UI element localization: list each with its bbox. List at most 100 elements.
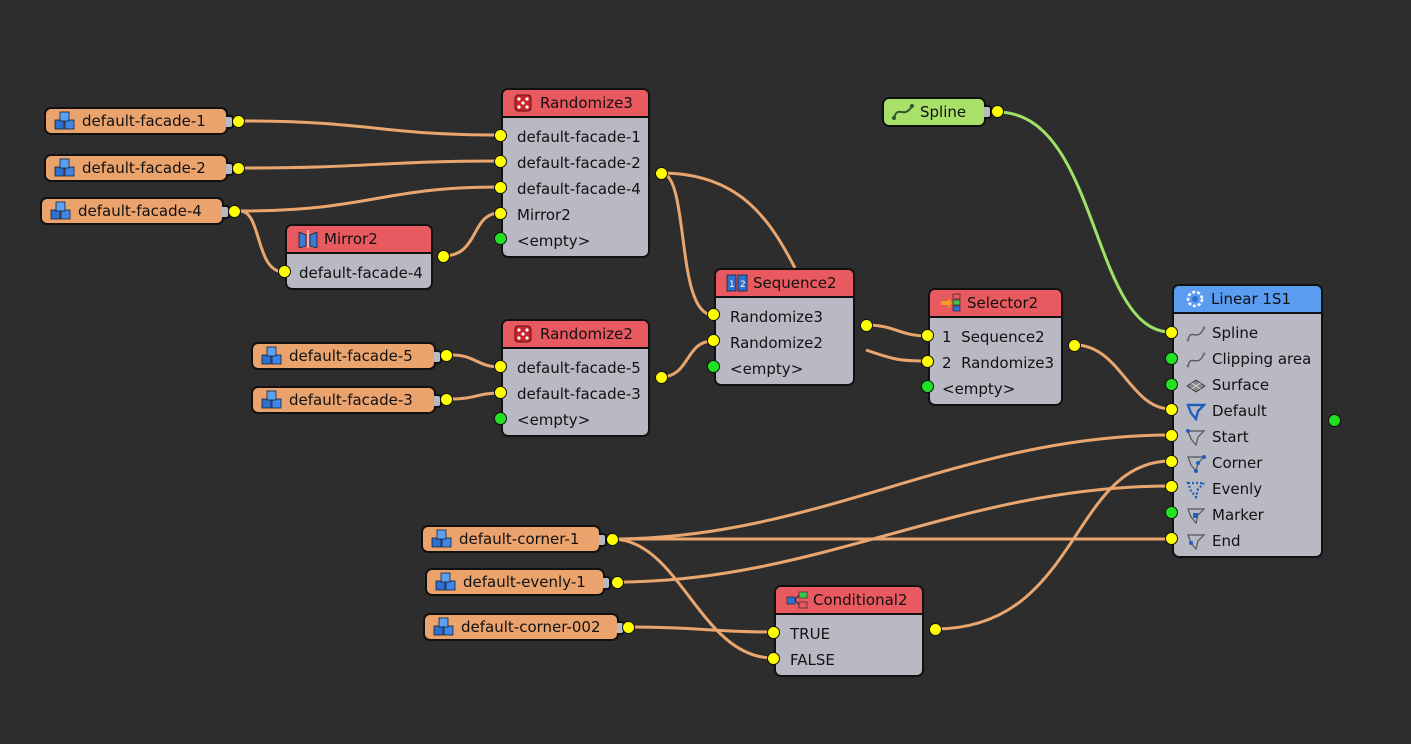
asset-default-facade-3[interactable]: default-facade-3 <box>251 386 442 414</box>
input-port[interactable] <box>1165 429 1178 442</box>
input-label: default-facade-4 <box>517 180 641 198</box>
node-header[interactable]: Mirror2 <box>287 226 431 254</box>
output-port[interactable] <box>232 162 245 175</box>
input-port-empty[interactable] <box>1165 506 1178 519</box>
input-port[interactable] <box>1165 480 1178 493</box>
input-port[interactable] <box>494 155 507 168</box>
asset-default-evenly-1[interactable]: default-evenly-1 <box>425 568 611 596</box>
spline-source-pill[interactable]: Spline <box>882 97 992 127</box>
input-port[interactable] <box>921 355 934 368</box>
asset-label: default-facade-2 <box>82 159 206 177</box>
node-selector2[interactable]: Selector2 1 Sequence2 2 Randomize3 <empt… <box>928 288 1063 406</box>
output-port-empty[interactable] <box>1328 414 1341 427</box>
node-randomize3[interactable]: Randomize3 default-facade-1 default-faca… <box>501 88 650 258</box>
input-port[interactable] <box>494 129 507 142</box>
input-port[interactable] <box>1165 532 1178 545</box>
node-header[interactable]: Linear 1S1 <box>1174 286 1321 314</box>
node-linear-1s1[interactable]: Linear 1S1 Spline Clipping area Surface … <box>1172 284 1323 558</box>
input-label: Start <box>1212 428 1249 446</box>
input-label: Surface <box>1212 376 1270 394</box>
output-port[interactable] <box>437 250 450 263</box>
output-port[interactable] <box>860 319 873 332</box>
input-label: <empty> <box>517 411 591 429</box>
wire-corner002-conditional-true <box>628 625 774 634</box>
node-conditional2[interactable]: Conditional2 TRUE FALSE <box>774 585 924 677</box>
spline-label: Spline <box>920 103 967 121</box>
input-label: Default <box>1212 402 1267 420</box>
input-port[interactable] <box>1165 403 1178 416</box>
input-label: <empty> <box>730 360 804 378</box>
node-header[interactable]: Randomize2 <box>503 321 648 349</box>
output-port[interactable] <box>991 105 1004 118</box>
svg-text:1: 1 <box>729 280 735 290</box>
asset-label: default-facade-3 <box>289 391 413 409</box>
output-port[interactable] <box>232 115 245 128</box>
input-port[interactable] <box>1165 455 1178 468</box>
asset-default-facade-4[interactable]: default-facade-4 <box>40 197 230 225</box>
input-port[interactable] <box>921 329 934 342</box>
input-port-empty[interactable] <box>1165 352 1178 365</box>
asset-label: default-facade-4 <box>78 202 202 220</box>
input-port-empty[interactable] <box>1165 378 1178 391</box>
output-port[interactable] <box>611 576 624 589</box>
input-port-empty[interactable] <box>494 232 507 245</box>
output-port[interactable] <box>655 167 668 180</box>
node-header[interactable]: Selector2 <box>930 290 1061 318</box>
input-row-clipping-area: Clipping area <box>1186 350 1311 369</box>
output-port[interactable] <box>606 533 619 546</box>
default-path-icon <box>1186 403 1206 421</box>
selector-icon <box>940 293 962 313</box>
spline-curve-icon <box>892 102 914 122</box>
input-label: FALSE <box>790 651 835 669</box>
cube-cluster-icon <box>50 201 72 221</box>
input-label: End <box>1212 532 1241 550</box>
input-port-empty[interactable] <box>707 360 720 373</box>
input-port[interactable] <box>494 386 507 399</box>
asset-default-facade-5[interactable]: default-facade-5 <box>251 342 442 370</box>
input-port[interactable] <box>494 360 507 373</box>
input-port[interactable] <box>707 308 720 321</box>
input-label: default-facade-4 <box>299 264 423 282</box>
asset-default-corner-002[interactable]: default-corner-002 <box>423 613 625 641</box>
input-port[interactable] <box>494 181 507 194</box>
node-randomize2[interactable]: Randomize2 default-facade-5 default-faca… <box>501 319 650 437</box>
output-port[interactable] <box>655 371 668 384</box>
asset-default-facade-1[interactable]: default-facade-1 <box>44 107 234 135</box>
input-label: default-facade-2 <box>517 154 641 172</box>
input-label: Marker <box>1212 506 1264 524</box>
node-output-tab <box>0 0 1411 85</box>
output-port[interactable] <box>228 205 241 218</box>
input-port[interactable] <box>494 207 507 220</box>
output-port[interactable] <box>929 623 942 636</box>
output-port[interactable] <box>622 621 635 634</box>
input-port[interactable] <box>1165 326 1178 339</box>
wire-conditional-linear-corner <box>934 459 1172 631</box>
input-label: default-facade-5 <box>517 359 641 377</box>
cube-cluster-icon <box>54 158 76 178</box>
node-header[interactable]: Randomize3 <box>503 90 648 118</box>
input-port[interactable] <box>707 334 720 347</box>
input-port[interactable] <box>767 626 780 639</box>
input-label: Evenly <box>1212 480 1263 498</box>
output-port[interactable] <box>440 393 453 406</box>
end-path-icon <box>1187 533 1206 550</box>
node-mirror2[interactable]: Mirror2 default-facade-4 <box>285 224 433 290</box>
input-label: Randomize2 <box>730 334 823 352</box>
asset-default-facade-2[interactable]: default-facade-2 <box>44 154 234 182</box>
input-label: TRUE <box>790 625 831 643</box>
input-port-empty[interactable] <box>921 380 934 393</box>
input-text: <empty> <box>942 380 1016 398</box>
cube-cluster-icon <box>431 529 453 549</box>
asset-default-corner-1[interactable]: default-corner-1 <box>421 525 607 553</box>
input-row-end: End <box>1186 532 1241 551</box>
input-port-empty[interactable] <box>494 412 507 425</box>
output-port[interactable] <box>440 349 453 362</box>
input-port[interactable] <box>767 652 780 665</box>
input-port[interactable] <box>278 265 291 278</box>
node-header[interactable]: Conditional2 <box>776 587 922 615</box>
wire-evenly1-linear-evenly <box>616 484 1172 584</box>
dice-icon <box>513 93 535 113</box>
output-port[interactable] <box>1068 339 1081 352</box>
